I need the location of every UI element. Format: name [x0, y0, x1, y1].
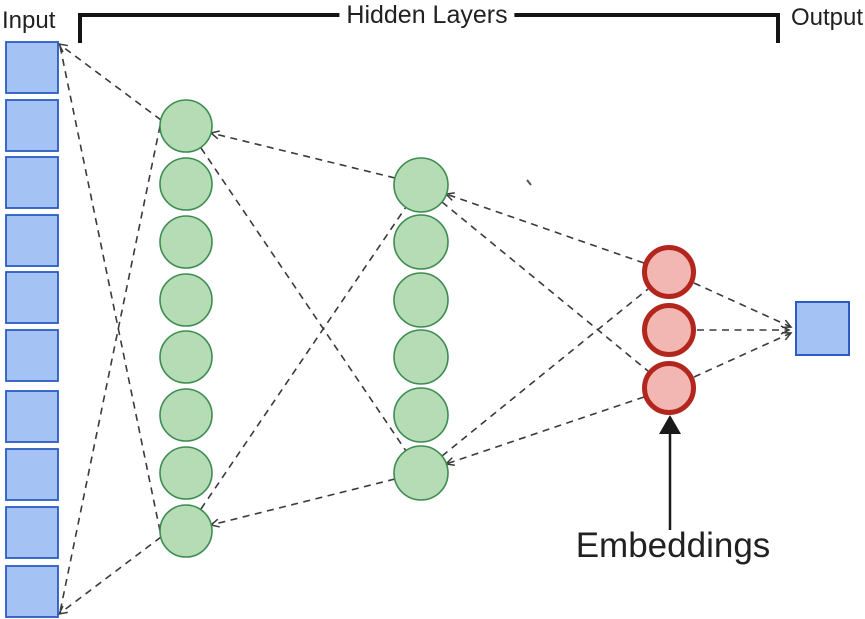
hidden2-node — [393, 329, 449, 385]
connector-line — [57, 42, 162, 121]
output-label: Output — [791, 4, 864, 31]
hidden2-node — [393, 157, 449, 213]
output-node — [795, 301, 850, 356]
input-node — [5, 271, 59, 324]
embeddings-arrowhead — [659, 415, 681, 434]
embeddings-label: Embeddings — [575, 526, 771, 565]
input-node — [5, 214, 59, 267]
input-node — [5, 390, 59, 443]
connector-line — [209, 130, 396, 179]
hidden1-node — [159, 99, 213, 153]
hidden2-node — [393, 387, 449, 443]
hidden2-node — [393, 445, 449, 501]
hidden1-node — [159, 215, 213, 269]
connector-line — [441, 201, 649, 372]
connector-line — [57, 536, 162, 616]
hidden1-node — [159, 388, 213, 442]
connector-line — [59, 125, 161, 613]
hidden1-node — [159, 504, 213, 558]
connector-line — [444, 396, 645, 466]
connector-line — [693, 331, 793, 378]
hidden1-node — [159, 446, 213, 500]
embedding-node — [642, 361, 696, 415]
input-node — [5, 99, 59, 152]
hidden1-node — [159, 273, 213, 327]
connector-line — [444, 192, 645, 264]
embedding-node — [642, 303, 696, 357]
stray-mark — [526, 179, 532, 186]
connector-line — [209, 478, 396, 528]
connector-line — [59, 45, 161, 532]
connector-line — [441, 288, 649, 457]
hidden-layers-label: Hidden Layers — [339, 1, 515, 29]
connector-line — [200, 206, 407, 510]
input-label: Input — [2, 7, 56, 34]
embedding-node — [642, 245, 696, 299]
hidden2-node — [393, 272, 449, 328]
hidden1-node — [159, 157, 213, 211]
input-node — [5, 156, 59, 209]
input-node — [5, 448, 59, 501]
input-node — [5, 506, 59, 559]
connector-line — [693, 282, 793, 329]
input-node — [5, 41, 59, 94]
hidden2-node — [393, 214, 449, 270]
input-node — [5, 565, 59, 618]
input-node — [5, 329, 59, 382]
connector-line — [200, 147, 407, 452]
hidden1-node — [159, 330, 213, 384]
